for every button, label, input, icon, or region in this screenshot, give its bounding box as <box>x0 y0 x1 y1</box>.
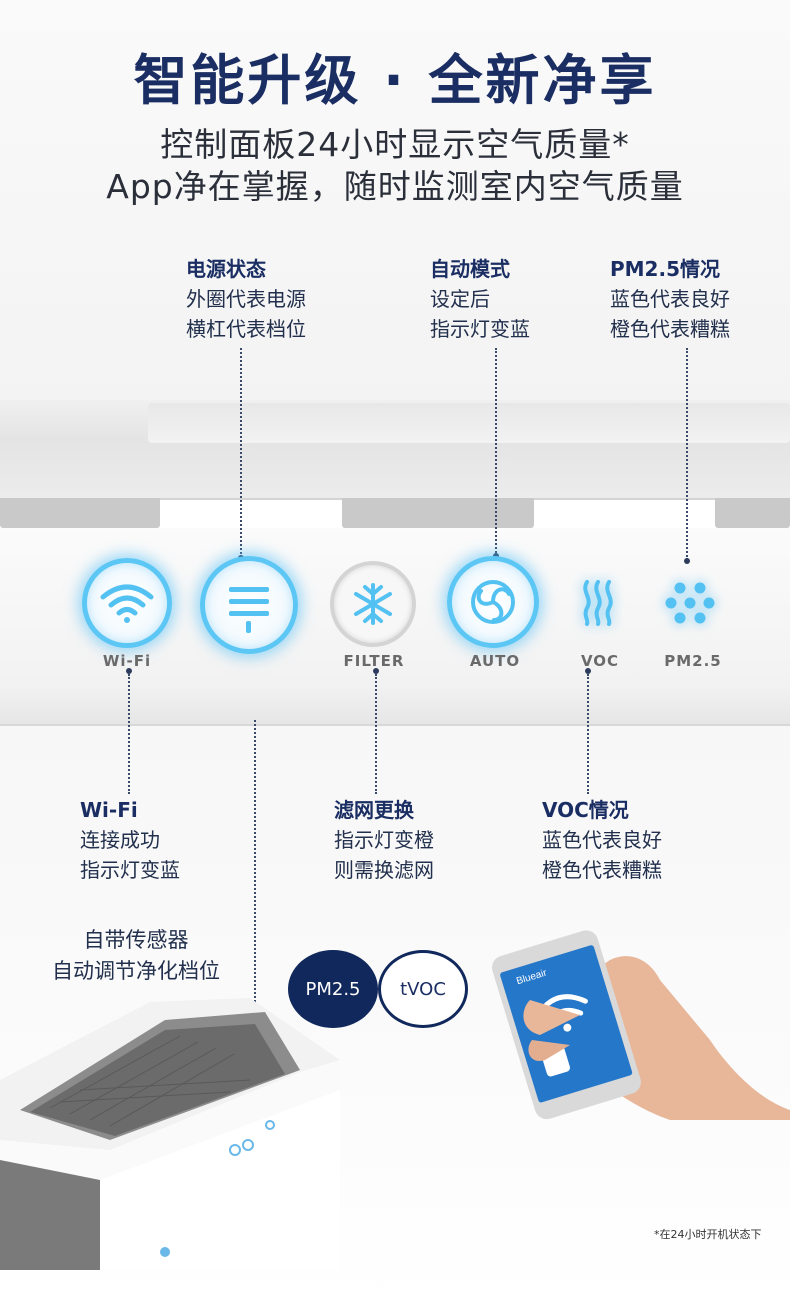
callout-heading: Wi-Fi <box>80 798 138 822</box>
callout-line: 橙色代表糟糕 <box>610 317 730 341</box>
callout-power-status: 电源状态 外圈代表电源 横杠代表档位 <box>186 254 306 344</box>
callout-heading: 电源状态 <box>186 257 266 281</box>
power-fan-speed-icon <box>229 587 269 633</box>
callout-line: 外圈代表电源 <box>186 287 306 311</box>
auto-button[interactable] <box>447 556 539 648</box>
callout-line: 蓝色代表良好 <box>542 828 662 852</box>
top-background <box>0 0 790 400</box>
voc-icon <box>583 580 613 626</box>
power-button[interactable] <box>200 556 298 654</box>
voc-label: VOC <box>580 652 620 670</box>
filter-icon <box>354 583 392 625</box>
pm25-label: PM2.5 <box>664 652 722 670</box>
callout-heading: 自动模式 <box>430 257 510 281</box>
sensor-note: 自带传感器 自动调节净化档位 <box>0 925 272 987</box>
filter-label: FILTER <box>343 652 405 670</box>
callout-voc: VOC情况 蓝色代表良好 橙色代表糟糕 <box>542 795 662 885</box>
leader-line <box>128 674 130 794</box>
leader-line <box>686 348 688 560</box>
wifi-button[interactable] <box>82 558 172 648</box>
callout-auto-mode: 自动模式 设定后 指示灯变蓝 <box>430 254 530 344</box>
callout-heading: PM2.5情况 <box>610 257 720 281</box>
subtitle-line-1: 控制面板24小时显示空气质量* <box>160 125 630 164</box>
callout-heading: VOC情况 <box>542 798 629 822</box>
lid-gap <box>0 498 160 528</box>
wifi-label: Wi-Fi <box>102 652 152 670</box>
pm25-badge: PM2.5 <box>288 950 378 1028</box>
auto-mode-icon <box>471 580 515 624</box>
callout-line: 蓝色代表良好 <box>610 287 730 311</box>
leader-dot <box>585 668 591 674</box>
sensor-note-line: 自动调节净化档位 <box>52 959 220 983</box>
callout-line: 指示灯变橙 <box>334 828 434 852</box>
leader-dot <box>126 668 132 674</box>
callout-heading: 滤网更换 <box>334 798 414 822</box>
leader-dot <box>684 558 690 564</box>
wifi-icon <box>100 584 154 623</box>
device-lid-top <box>148 403 790 443</box>
leader-line <box>254 720 256 1130</box>
lid-gap <box>715 498 790 528</box>
footnote: *在24小时开机状态下 <box>654 1228 762 1241</box>
callout-pm25: PM2.5情况 蓝色代表良好 橙色代表糟糕 <box>610 254 730 344</box>
purifier-unit-image <box>0 998 340 1270</box>
leader-line <box>240 348 242 558</box>
auto-label: AUTO <box>469 652 521 670</box>
page-title: 智能升级 · 全新净享 <box>133 49 657 112</box>
callout-line: 指示灯变蓝 <box>430 317 530 341</box>
phone-in-hand-image: Blueair <box>491 930 790 1120</box>
callout-line: 指示灯变蓝 <box>80 858 180 882</box>
callout-wifi: Wi-Fi 连接成功 指示灯变蓝 <box>80 795 180 885</box>
subtitle-line-2: App净在掌握，随时监测室内空气质量 <box>106 167 684 206</box>
pm25-icon <box>665 582 715 624</box>
leader-line <box>375 674 377 794</box>
sensor-note-line: 自带传感器 <box>83 928 189 952</box>
callout-filter: 滤网更换 指示灯变橙 则需换滤网 <box>334 795 434 885</box>
filter-button[interactable] <box>330 561 416 647</box>
callout-line: 橙色代表糟糕 <box>542 858 662 882</box>
lid-gap <box>342 498 534 528</box>
tvoc-badge: tVOC <box>378 950 468 1028</box>
callout-line: 设定后 <box>430 287 490 311</box>
callout-line: 则需换滤网 <box>334 858 434 882</box>
callout-line: 横杠代表档位 <box>186 317 306 341</box>
leader-line <box>587 674 589 794</box>
pm25-indicator <box>662 575 718 631</box>
leader-dot <box>373 668 379 674</box>
leader-line <box>495 348 497 556</box>
voc-indicator <box>570 575 626 631</box>
callout-line: 连接成功 <box>80 828 160 852</box>
